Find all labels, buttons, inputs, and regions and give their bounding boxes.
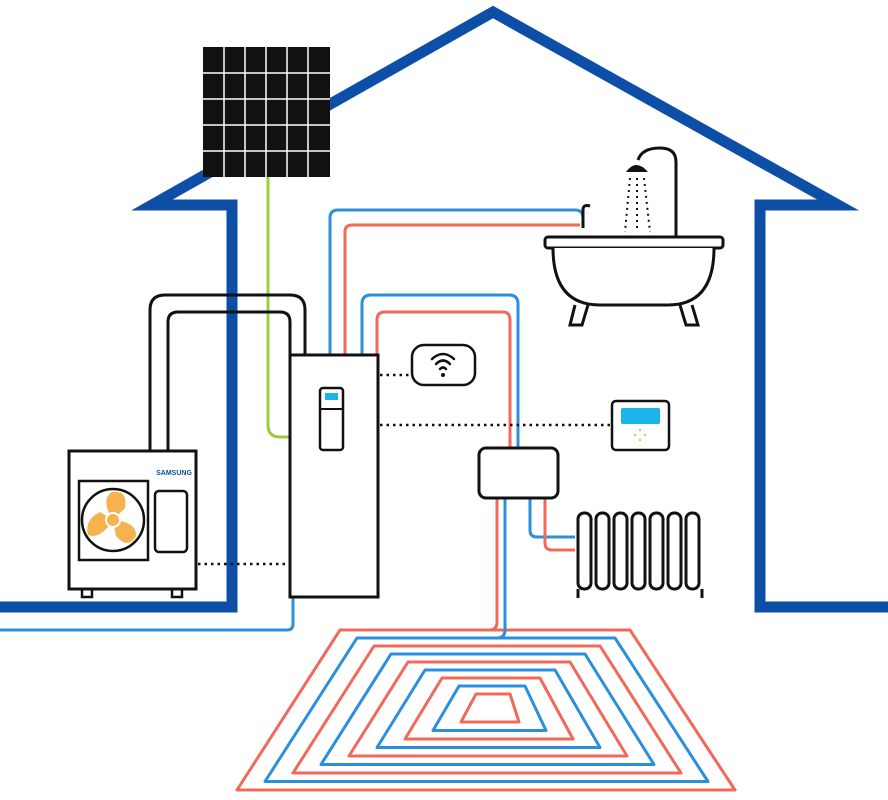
radiator bbox=[576, 511, 704, 598]
ground-pipe bbox=[0, 597, 295, 632]
radiator-cold-pipe bbox=[528, 498, 575, 539]
wifi-icon bbox=[430, 352, 456, 371]
radiator-hot-pipe bbox=[543, 498, 575, 552]
bathtub bbox=[543, 204, 725, 327]
shower-icon bbox=[624, 146, 678, 237]
floor-hot-feed bbox=[488, 498, 499, 632]
radiator-fin bbox=[594, 511, 611, 591]
wifi-hub[interactable] bbox=[410, 343, 477, 387]
floor-coil-loop bbox=[291, 644, 683, 775]
indoor-display bbox=[325, 393, 338, 400]
wall-controller[interactable] bbox=[610, 399, 671, 452]
fan-icon bbox=[87, 491, 137, 543]
indoor-unit bbox=[288, 353, 380, 599]
floor-coil-loop bbox=[235, 628, 737, 792]
controller-display bbox=[621, 408, 660, 424]
floor-coil-loop bbox=[347, 660, 629, 758]
radiator-fin bbox=[630, 511, 647, 591]
radiator-fin bbox=[648, 511, 665, 591]
underfloor-heating-coil bbox=[235, 628, 737, 792]
outdoor-unit: SAMSUNG bbox=[67, 449, 198, 599]
floor-coil-loop bbox=[431, 684, 548, 732]
refrigerant-pipe-inner bbox=[166, 310, 292, 450]
heating-hot-pipe bbox=[375, 310, 512, 448]
solar-panel bbox=[203, 47, 330, 177]
floor-coil-loop bbox=[263, 636, 710, 783]
radiator-fin bbox=[684, 511, 701, 591]
refrigerant-pipe-outer bbox=[148, 293, 307, 450]
solar-cable bbox=[266, 177, 290, 439]
brand-label: SAMSUNG bbox=[156, 470, 192, 477]
manifold-box bbox=[477, 446, 560, 500]
heating-cold-pipe bbox=[360, 293, 520, 448]
floor-coil-loop bbox=[403, 676, 575, 741]
bath-hot-pipe bbox=[343, 223, 580, 355]
dpad-icon bbox=[633, 428, 647, 442]
indoor-control-panel[interactable] bbox=[318, 386, 345, 452]
radiator-fin bbox=[612, 511, 629, 591]
bath-cold-pipe bbox=[328, 208, 585, 355]
radiator-fin bbox=[666, 511, 683, 591]
radiator-fin bbox=[576, 511, 593, 591]
house-outline bbox=[0, 5, 888, 613]
floor-cold-feed bbox=[496, 498, 507, 640]
floor-coil-loop bbox=[375, 668, 602, 749]
floor-coil-loop bbox=[319, 652, 656, 766]
floor-coil-loop bbox=[459, 692, 521, 724]
